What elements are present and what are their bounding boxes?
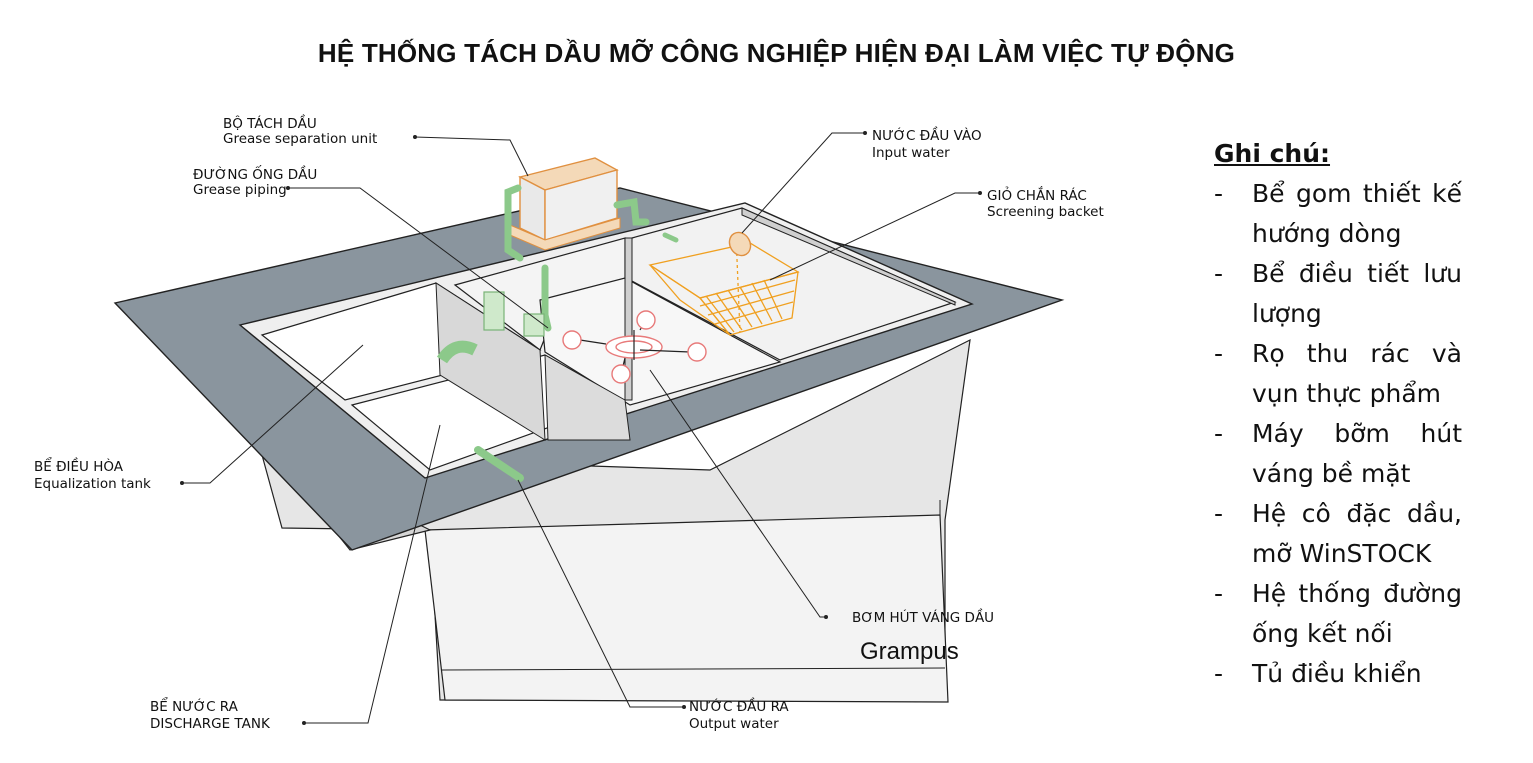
note-text: Hệ thống đường ống kết nối [1252,579,1462,648]
note-text: Máy bỡm hút váng bề mặt [1252,419,1462,488]
label-discharge-en: DISCHARGE TANK [150,716,271,732]
note-bullet: - [1214,579,1224,608]
label-input-water-en: Input water [872,145,950,161]
grease-separation-unit [509,157,621,251]
note-bullet: - [1214,339,1224,368]
note-item: -Rọ thu rác và vụn thực phẩm [1214,334,1462,414]
label-skimmer-pump-en: Grampus [860,638,959,665]
notes-list: -Bể gom thiết kế hướng dòng -Bể điều tiế… [1214,174,1462,694]
note-text: Tủ điều khiển [1252,659,1422,688]
label-input-water-vi: NƯỚC ĐẦU VÀO [872,125,982,144]
note-item: -Máy bỡm hút váng bề mặt [1214,414,1462,494]
note-bullet: - [1214,419,1224,448]
label-grease-unit-en: Grease separation unit [223,131,377,147]
grease-piping [504,184,650,332]
note-bullet: - [1214,179,1224,208]
note-text: Bể gom thiết kế hướng dòng [1252,179,1462,248]
note-text: Rọ thu rác và vụn thực phẩm [1252,339,1462,408]
leader-dots [180,131,982,725]
label-skimmer-pump-vi: BƠM HÚT VÁNG DẦU [852,607,994,626]
skimmer-pump [562,310,707,384]
tank-pipes [436,232,679,482]
label-grease-unit-vi: BỘ TÁCH DẦU [223,113,317,132]
notes-panel: Ghi chú: -Bể gom thiết kế hướng dòng -Bể… [1214,134,1462,694]
note-text: Hệ cô đặc dầu, mỡ WinSTOCK [1252,499,1462,568]
note-item: -Hệ thống đường ống kết nối [1214,574,1462,654]
page-title: HỆ THỐNG TÁCH DẦU MỠ CÔNG NGHIỆP HIỆN ĐẠ… [317,38,1236,68]
note-item: -Tủ điều khiển [1214,654,1462,694]
input-water-pipe [728,231,752,257]
notes-heading: Ghi chú: [1214,139,1331,168]
label-screening-basket-vi: GIỎ CHẮN RÁC [987,185,1087,204]
note-bullet: - [1214,659,1224,688]
screening-basket [648,234,800,336]
label-output-water-en: Output water [689,716,779,732]
note-text: Bể điều tiết lưu lượng [1252,259,1462,328]
label-grease-piping-en: Grease piping [193,182,287,198]
label-output-water-vi: NƯỚC ĐẦU RA [689,696,789,715]
label-screening-basket-en: Screening backet [987,204,1104,220]
note-item: -Hệ cô đặc dầu, mỡ WinSTOCK [1214,494,1462,574]
note-item: -Bể gom thiết kế hướng dòng [1214,174,1462,254]
note-item: -Bể điều tiết lưu lượng [1214,254,1462,334]
label-grease-piping-vi: ĐƯỜNG ỐNG DẦU [193,164,317,183]
label-equalization-vi: BỂ ĐIỀU HÒA [34,456,124,475]
note-bullet: - [1214,259,1224,288]
note-bullet: - [1214,499,1224,528]
tank-body [261,338,971,703]
tank-rim [238,202,974,479]
label-equalization-en: Equalization tank [34,476,151,492]
label-discharge-vi: BỂ NƯỚC RA [150,696,239,715]
